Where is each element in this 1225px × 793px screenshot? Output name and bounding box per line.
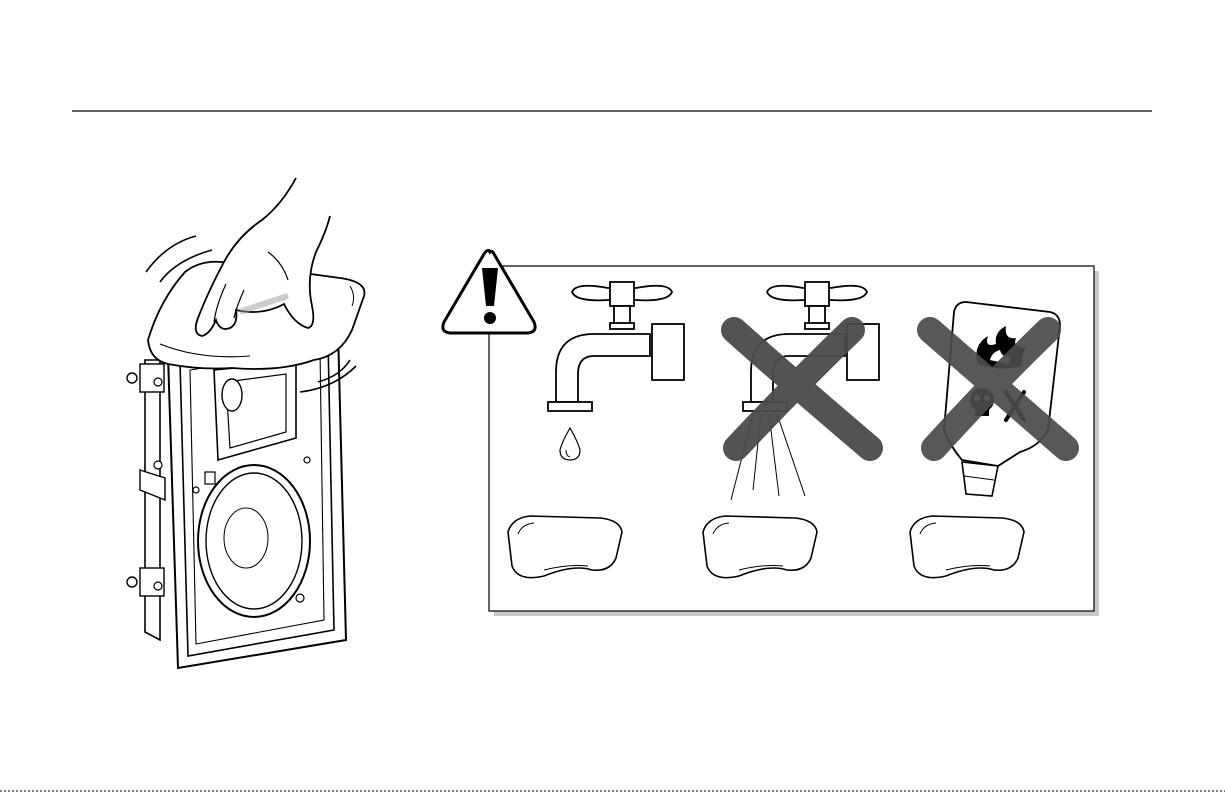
cloth-icon xyxy=(508,516,622,578)
cloth-icon xyxy=(910,516,1024,578)
warning-panel xyxy=(443,250,1099,616)
cloth-icon xyxy=(703,516,817,578)
speaker-cleaning-illustration xyxy=(127,178,365,668)
speaker-icon xyxy=(127,330,346,668)
